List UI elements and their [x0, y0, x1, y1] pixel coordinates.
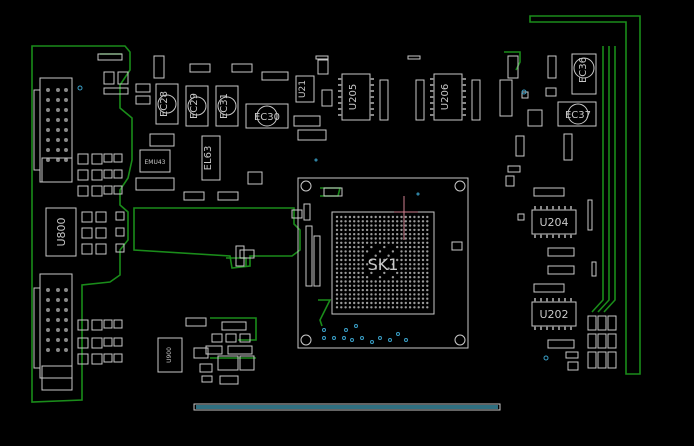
passives-mid-left — [135, 55, 289, 201]
ec30-label: EC30 — [254, 112, 280, 123]
bga-ball-grid — [335, 215, 429, 309]
connector-j2: U800 — [45, 207, 77, 257]
el63-label: EL63 — [203, 146, 214, 171]
chip-emu43: EMU43 — [139, 149, 171, 173]
chip-u204-top: U205 — [338, 73, 374, 121]
chip-u21: U21 — [295, 75, 315, 103]
ec31-label: EC31 — [219, 93, 230, 119]
cap-ec30: EC30 — [245, 103, 289, 129]
u21-label: U21 — [298, 80, 308, 98]
passives-top-middle — [293, 55, 543, 187]
passives-right — [517, 55, 617, 371]
u800-label: U800 — [55, 217, 68, 246]
connector-j3 — [33, 273, 73, 391]
via-field — [322, 324, 408, 344]
ec37-label: EC37 — [565, 110, 591, 121]
ec36-label: EC36 — [578, 57, 589, 83]
misc-vias — [77, 85, 549, 361]
chip-u900: U900 — [157, 337, 183, 373]
connector-j1 — [33, 77, 73, 183]
u205-label: U205 — [348, 84, 359, 110]
chip-u202: U202 — [531, 298, 577, 330]
u206-label: U206 — [440, 84, 451, 110]
passives-bottom-middle — [185, 317, 255, 385]
chip-u206-top: U206 — [430, 73, 466, 121]
cap-ec36: EC36 — [571, 53, 597, 95]
u202-label: U202 — [539, 308, 568, 321]
chip-u204: U204 — [531, 206, 577, 238]
edge-connector — [193, 403, 501, 411]
u900-label: U900 — [166, 347, 173, 363]
inductor-el63: EL63 — [201, 135, 221, 181]
emu43-label: EMU43 — [145, 159, 166, 166]
passives-around-socket — [235, 187, 463, 287]
ec28-label: EC28 — [159, 91, 170, 117]
passive-array-left — [77, 53, 129, 365]
u204-label: U204 — [539, 216, 568, 229]
cap-ec31: EC31 — [215, 85, 239, 127]
socket-sk1: SK1 — [297, 177, 469, 349]
cap-ec37: EC37 — [557, 101, 597, 127]
sk1-label: SK1 — [368, 255, 399, 274]
ec29-label: EC29 — [189, 93, 200, 119]
cap-ec28: EC28 — [155, 83, 179, 125]
cap-ec29: EC29 — [185, 85, 209, 127]
